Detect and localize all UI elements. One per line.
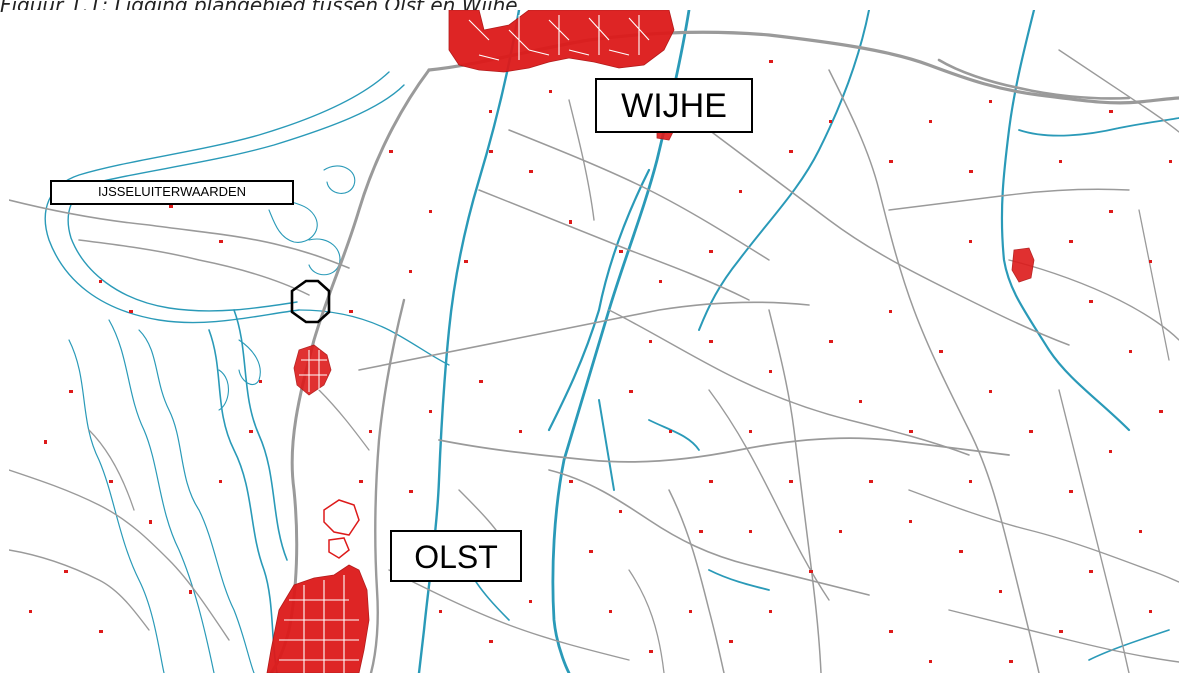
road-mid-14: [1008, 259, 1179, 341]
road-olst-east: [369, 298, 406, 673]
road-mid-24: [628, 569, 665, 673]
road-mid-10: [668, 489, 725, 673]
road-west-4: [9, 549, 150, 631]
olst-middle-cluster: [323, 499, 360, 559]
stream-east: [1018, 117, 1179, 137]
road-mid-6: [508, 129, 770, 261]
stream-small-3: [708, 569, 770, 591]
road-mid-12: [388, 569, 630, 661]
map-svg: [9, 10, 1179, 673]
building-layer: [266, 10, 1035, 673]
place-label-wijhe: WIJHE: [595, 78, 753, 133]
olst-north-detail: [299, 350, 327, 392]
road-mid-15: [908, 489, 1179, 583]
olst-built-area: [266, 564, 370, 673]
road-mid-17: [948, 609, 1179, 663]
road-mid-13: [888, 188, 1130, 211]
place-label-ijsseluiterwaarden: IJSSELUITERWAARDEN: [50, 180, 294, 205]
ijssel-floodplain-detail: [68, 319, 255, 673]
stream-small-5: [1088, 629, 1170, 661]
stream-small-1: [598, 399, 615, 491]
road-mid-16: [1058, 389, 1130, 673]
road-mid-18: [1058, 49, 1179, 133]
road-mid-7: [708, 129, 1070, 346]
plan-area-marker[interactable]: [290, 279, 331, 324]
road-west-2: [78, 239, 310, 296]
place-label-olst: OLST: [390, 530, 522, 582]
east-cluster: [1011, 247, 1035, 283]
road-mid-9: [768, 309, 822, 673]
road-mid-5: [478, 189, 750, 301]
wijhe-built-detail: [468, 15, 650, 61]
stream-small-2: [648, 419, 700, 451]
road-mid-23: [1138, 209, 1170, 361]
stream-northeast: [1000, 10, 1131, 432]
main-road-north-2: [937, 58, 1131, 100]
map-canvas[interactable]: WIJHE OLST IJSSELUITERWAARDEN: [9, 10, 1179, 673]
canal-west: [417, 10, 521, 673]
canal-branch: [547, 168, 651, 432]
olst-north-cluster: [293, 344, 332, 396]
road-mid-1: [358, 301, 810, 371]
ijssel-main-channel: [208, 309, 288, 673]
farmstead-dots: [29, 60, 1172, 663]
road-layer: [9, 30, 1179, 673]
stream-south: [698, 10, 870, 331]
road-mid-2: [438, 437, 1010, 463]
road-mid-3: [548, 469, 870, 596]
road-mid-22: [88, 429, 135, 511]
olst-built-detail: [279, 575, 359, 673]
road-mid-19: [568, 99, 595, 221]
road-mid-21: [318, 389, 370, 451]
road-mid-4: [608, 309, 970, 456]
wijhe-built-area: [448, 10, 675, 73]
road-west-diagonal: [9, 199, 350, 269]
road-west-3: [9, 469, 230, 641]
road-mid-8: [828, 69, 1040, 673]
